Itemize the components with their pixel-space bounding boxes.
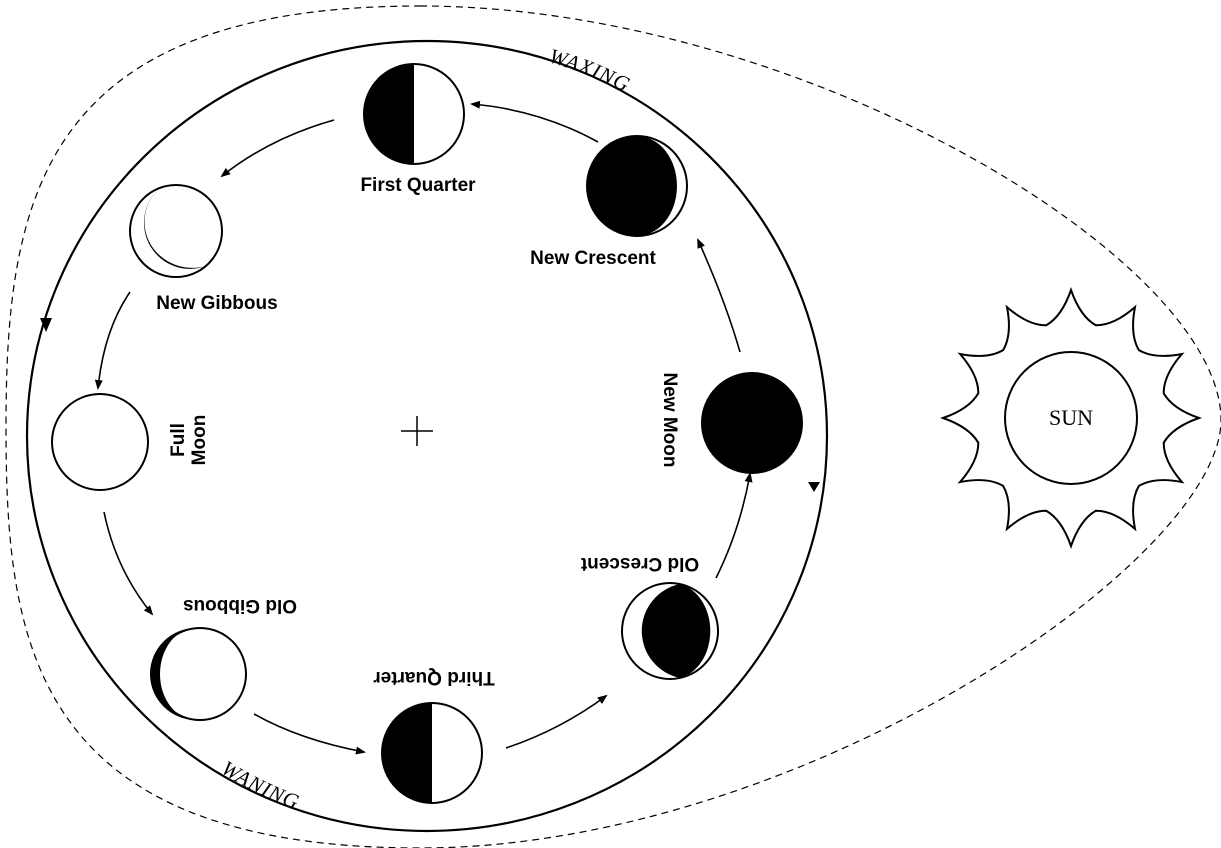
orbit-arrow (808, 482, 820, 492)
waxing-label: WAXING (547, 44, 635, 97)
arrow-thirdquarter-to-oldcrescent (506, 696, 606, 748)
label-third-quarter: Third Quarter (373, 667, 495, 688)
label-full-moon: Full Moon (168, 415, 210, 466)
label-old-gibbous: Old Gibbous (183, 595, 297, 616)
label-new-moon: New Moon (659, 373, 680, 468)
sun-label: SUN (1049, 405, 1093, 430)
arrow-oldcrescent-to-newmoon (716, 474, 750, 578)
waning-label: WANING (217, 756, 303, 814)
label-new-gibbous: New Gibbous (156, 293, 277, 314)
arrow-gibbous-to-full (98, 292, 130, 388)
new-gibbous-moon (130, 185, 222, 277)
label-old-crescent: Old Crescent (580, 553, 699, 574)
label-full-moon-line1: Full (168, 423, 189, 457)
full-moon (52, 394, 148, 490)
label-new-crescent: New Crescent (530, 248, 656, 269)
label-full-moon-line2: Moon (189, 415, 210, 466)
first-quarter-moon (364, 64, 464, 164)
arrow-full-to-oldgibbous (104, 512, 152, 614)
arrow-crescent-to-firstquarter (472, 104, 598, 142)
label-first-quarter: First Quarter (360, 175, 476, 196)
new-crescent-moon (587, 136, 687, 236)
arrow-newmoon-to-newcrescent (698, 240, 740, 352)
new-moon (702, 373, 802, 473)
third-quarter-moon (382, 703, 482, 803)
sun: SUN (943, 290, 1199, 546)
old-crescent-moon (622, 583, 718, 679)
old-gibbous-moon (150, 628, 246, 720)
earth-center-marker (401, 416, 433, 446)
arrow-firstquarter-to-gibbous (222, 120, 334, 176)
arrow-oldgibbous-to-thirdquarter (254, 714, 364, 752)
